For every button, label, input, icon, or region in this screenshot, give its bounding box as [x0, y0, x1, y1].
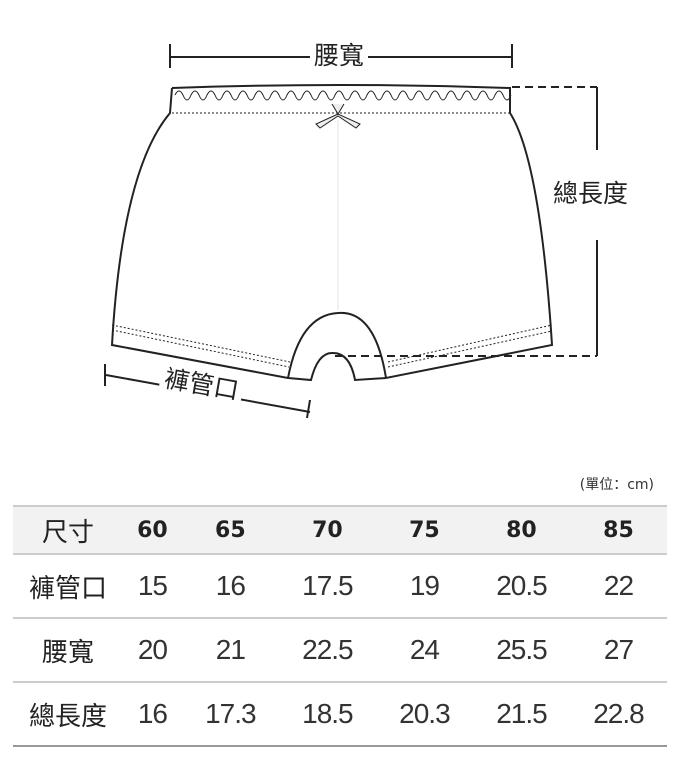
cell: 25.5: [472, 618, 570, 683]
header-cell: 60: [123, 506, 182, 555]
cell: 15: [123, 554, 182, 619]
cell: 21: [181, 618, 279, 683]
cell: 16: [181, 554, 279, 619]
header-cell: 70: [278, 506, 376, 555]
row-label: 總長度: [13, 682, 123, 747]
cell: 21.5: [472, 682, 570, 747]
cell: 17.3: [181, 682, 279, 747]
cell: 16: [123, 682, 182, 747]
cell: 27: [569, 618, 667, 683]
cell: 18.5: [278, 682, 376, 747]
table-header-row: 尺寸 60 65 70 75 80 85: [13, 506, 667, 555]
header-cell: 75: [375, 506, 473, 555]
shorts-outline: [110, 84, 554, 382]
header-cell: 65: [181, 506, 279, 555]
table-row: 腰寬 20 21 22.5 24 25.5 27: [13, 618, 667, 683]
bow-icon: [315, 103, 361, 129]
cell: 20.3: [375, 682, 473, 747]
cell: 17.5: [278, 554, 376, 619]
cell: 22.5: [278, 618, 376, 683]
row-label: 褲管口: [13, 554, 123, 619]
unit-note: (單位：cm): [579, 477, 654, 493]
header-cell: 80: [472, 506, 570, 555]
table-row: 總長度 16 17.3 18.5 20.3 21.5 22.8: [13, 682, 667, 747]
header-cell: 尺寸: [13, 506, 123, 555]
cell: 19: [375, 554, 473, 619]
cell: 22.8: [569, 682, 667, 747]
cell: 20.5: [472, 554, 570, 619]
length-label: 總長度: [549, 181, 633, 206]
row-label: 腰寬: [13, 618, 123, 683]
table-row: 褲管口 15 16 17.5 19 20.5 22: [13, 554, 667, 619]
cell: 24: [375, 618, 473, 683]
shorts-diagram: [104, 44, 598, 419]
cell: 20: [123, 618, 182, 683]
header-cell: 85: [569, 506, 667, 555]
cell: 22: [569, 554, 667, 619]
waistband-ruffle: [174, 90, 512, 101]
waist-label: 腰寬: [310, 43, 369, 68]
size-table: 尺寸 60 65 70 75 80 85 褲管口 15 16 17.5 19 2…: [13, 505, 667, 747]
